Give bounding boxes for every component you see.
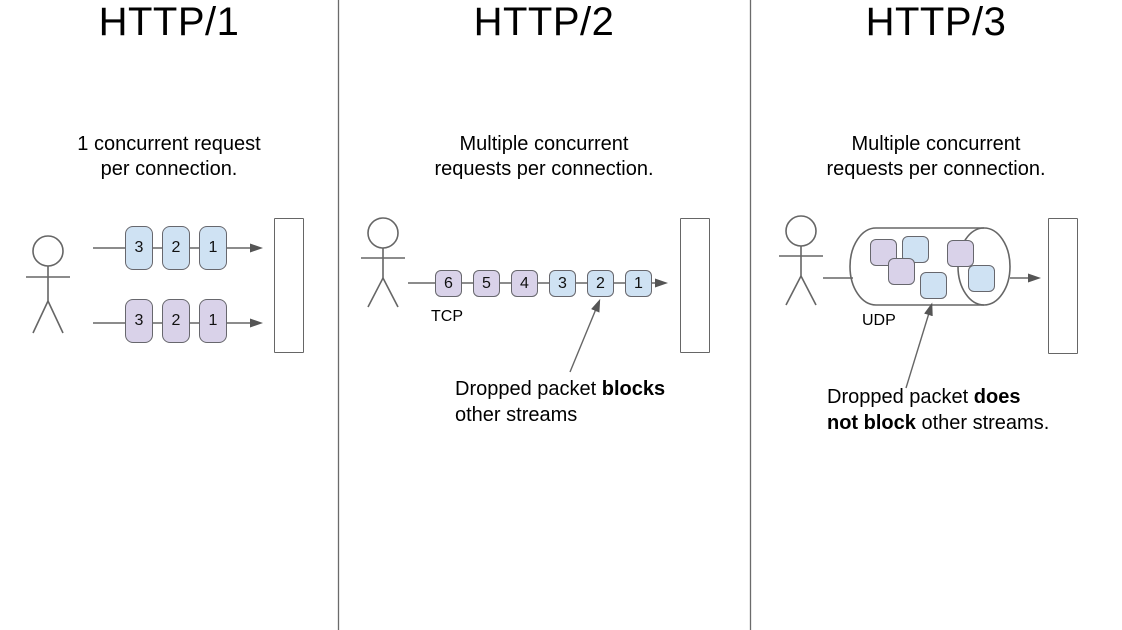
http3-packet-blue-2: [920, 272, 947, 299]
http2-title: HTTP/2: [473, 0, 615, 44]
http3-server-box: [1048, 218, 1078, 354]
http2-packet-1: 1: [625, 270, 652, 297]
http3-subtitle-line2: requests per connection.: [826, 158, 1046, 180]
http1-subtitle: 1 concurrent request per connection.: [0, 132, 338, 182]
http3-packet-purple-3: [947, 240, 974, 267]
http1-title: HTTP/1: [98, 0, 240, 44]
http1-server-box: [274, 218, 304, 353]
http2-packet-3: 3: [549, 270, 576, 297]
http1-subtitle-line2: per connection.: [100, 158, 238, 180]
http2-server-box: [680, 218, 710, 353]
http1-row2-packet-3: 3: [125, 299, 153, 343]
http3-annotation-line2: not block other streams.: [827, 412, 1050, 434]
client-stick-figure-http3: [779, 215, 823, 306]
http1-row1-packet-3: 3: [125, 226, 153, 270]
http3-dropped-packet-arrow: [905, 302, 933, 389]
http3-packet-purple-2: [888, 258, 915, 285]
http3-subtitle-line1: Multiple concurrent: [851, 133, 1021, 155]
http2-annotation-line1: Dropped packet blocks: [455, 378, 666, 400]
http2-packet-5: 5: [473, 270, 500, 297]
http1-row2-packet-1: 1: [199, 299, 227, 343]
http1-row2-packet-2: 2: [162, 299, 190, 343]
http1-row1-packet-2: 2: [162, 226, 190, 270]
http2-annotation-line2: other streams: [455, 404, 578, 426]
http2-dropped-packet-arrow: [569, 298, 601, 373]
http3-packet-blue-3: [968, 265, 995, 292]
http3-subtitle: Multiple concurrent requests per connect…: [750, 132, 1122, 182]
client-stick-figure-http2: [361, 217, 405, 308]
http3-annotation-line1: Dropped packet does: [827, 386, 1021, 408]
http1-row1-packet-1: 1: [199, 226, 227, 270]
http2-packet-6: 6: [435, 270, 462, 297]
http2-packet-2: 2: [587, 270, 614, 297]
http2-subtitle-line1: Multiple concurrent: [459, 133, 629, 155]
http2-subtitle: Multiple concurrent requests per connect…: [338, 132, 750, 182]
http2-packet-4: 4: [511, 270, 538, 297]
http2-protocol-label: TCP: [431, 308, 463, 325]
http3-title: HTTP/3: [865, 0, 1007, 44]
client-stick-figure-http1: [26, 235, 70, 334]
http3-protocol-label: UDP: [862, 312, 896, 329]
http3-annotation: Dropped packet does not block other stre…: [827, 384, 1097, 436]
http2-annotation: Dropped packet blocks other streams: [455, 376, 705, 428]
http1-subtitle-line1: 1 concurrent request: [77, 133, 261, 155]
http2-subtitle-line2: requests per connection.: [434, 158, 654, 180]
